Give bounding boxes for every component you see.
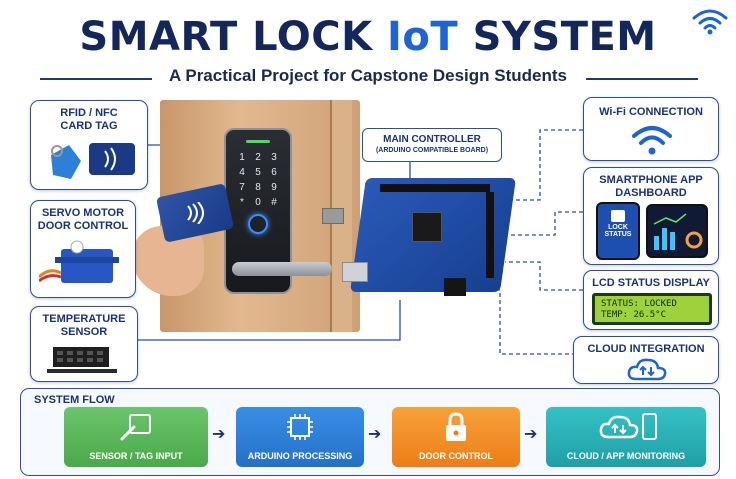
- svg-text:9: 9: [271, 182, 277, 193]
- flow-arrow-3: ➔: [524, 426, 538, 443]
- svg-text:6: 6: [271, 167, 277, 178]
- padlock-app-icon: [611, 210, 625, 222]
- flow-arrow-2: ➔: [368, 426, 382, 443]
- svg-text:3: 3: [271, 152, 277, 163]
- rfid-tag-icon: [51, 143, 135, 179]
- temp-label-2: SENSOR: [60, 326, 108, 338]
- phone-dashboard: [646, 204, 708, 258]
- title-part2: SYSTEM: [458, 14, 657, 60]
- servo-card: SERVO MOTOR DOOR CONTROL: [30, 200, 136, 298]
- flow-step-processing: ARDUINO PROCESSING: [236, 407, 364, 467]
- controller-title: MAIN CONTROLLER: [383, 134, 481, 145]
- servo-motor-icon: [39, 240, 119, 283]
- header-pins-top: [380, 184, 490, 192]
- rfid-card: RFID / NFC CARD TAG: [30, 100, 148, 190]
- microcontroller-chip: [412, 212, 442, 242]
- servo-label-1: SERVO MOTOR: [41, 207, 125, 219]
- usb-port: [342, 262, 368, 282]
- title-part1: SMART LOCK: [79, 14, 388, 60]
- subtitle-rule-right: [586, 78, 698, 80]
- wifi-label: Wi-Fi CONNECTION: [599, 106, 703, 118]
- app-card: SMARTPHONE APP DASHBOARD LOCK STATUS: [583, 167, 719, 265]
- servo-label-2: DOOR CONTROL: [37, 220, 129, 232]
- svg-text:2: 2: [255, 152, 261, 163]
- controller-subtitle: (ARDUINO COMPATIBLE BOARD): [375, 147, 489, 154]
- svg-text:#: #: [271, 197, 277, 208]
- flow-step-sensor-label: SENSOR / TAG INPUT: [89, 451, 183, 461]
- wifi-icon: [632, 126, 672, 155]
- flow-step-sensor: SENSOR / TAG INPUT: [64, 407, 208, 467]
- temperature-sensor-icon: [47, 347, 117, 373]
- phone-text-lock: LOCK: [608, 224, 628, 231]
- power-jack: [444, 278, 466, 296]
- padlock-icon: [446, 412, 466, 441]
- svg-text:4: 4: [239, 167, 245, 178]
- svg-text:5: 5: [255, 167, 261, 178]
- main-controller-label: MAIN CONTROLLER (ARDUINO COMPATIBLE BOAR…: [362, 128, 502, 162]
- temp-label-1: TEMPERATURE: [42, 313, 126, 325]
- nfc-wave-icon: [187, 202, 204, 224]
- cloud-card: CLOUD INTEGRATION: [573, 336, 719, 384]
- svg-text:1: 1: [239, 152, 245, 163]
- page-title: SMART LOCK IoT SYSTEM: [0, 14, 736, 60]
- subtitle: A Practical Project for Capstone Design …: [168, 66, 567, 85]
- lcd-card: LCD STATUS DISPLAY STATUS: LOCKED TEMP: …: [583, 270, 719, 330]
- lcd-line-2: TEMP: 26.5°C: [601, 310, 667, 320]
- bar-chart-icon: [653, 213, 703, 250]
- title-accent: IoT: [387, 14, 459, 60]
- cloud-sync-icon: [627, 358, 667, 381]
- phone-text-status: STATUS: [604, 231, 632, 238]
- flow-arrow-1: ➔: [212, 426, 226, 443]
- cloud-phone-icon: [599, 413, 657, 440]
- app-label-1: SMARTPHONE APP: [599, 174, 703, 186]
- flow-step-door: DOOR CONTROL: [392, 407, 520, 467]
- svg-text:*: *: [240, 197, 244, 208]
- flow-step-cloud: CLOUD / APP MONITORING: [546, 407, 706, 467]
- cloud-label: CLOUD INTEGRATION: [587, 343, 705, 355]
- door-latch: [322, 208, 344, 224]
- lock-handle: [232, 262, 332, 276]
- lcd-label: LCD STATUS DISPLAY: [592, 277, 710, 289]
- lcd-screen: STATUS: LOCKED TEMP: 26.5°C: [592, 293, 712, 325]
- temperature-card: TEMPERATURE SENSOR: [30, 306, 138, 382]
- svg-text:0: 0: [255, 197, 261, 208]
- tag-input-icon: [120, 414, 151, 441]
- flow-step-processing-label: ARDUINO PROCESSING: [247, 451, 353, 461]
- fingerprint-icon: [248, 214, 268, 234]
- lcd-line-1: STATUS: LOCKED: [601, 299, 677, 309]
- svg-text:8: 8: [255, 182, 261, 193]
- rfid-label-2: CARD TAG: [60, 120, 118, 132]
- header-pins-right: [486, 192, 494, 278]
- wifi-card: Wi-Fi CONNECTION: [583, 97, 719, 161]
- lock-indicator-led: [246, 140, 270, 143]
- wifi-header-icon: [692, 9, 728, 35]
- flow-step-door-label: DOOR CONTROL: [419, 451, 493, 461]
- chip-icon: [287, 414, 313, 440]
- subtitle-rule-left: [40, 78, 152, 80]
- svg-text:7: 7: [239, 182, 245, 193]
- rfid-label-1: RFID / NFC: [60, 107, 118, 119]
- app-label-2: DASHBOARD: [615, 187, 687, 199]
- system-flow-title: SYSTEM FLOW: [34, 394, 115, 406]
- phone-lock-status: LOCK STATUS: [596, 202, 640, 260]
- flow-step-cloud-label: CLOUD / APP MONITORING: [566, 451, 686, 461]
